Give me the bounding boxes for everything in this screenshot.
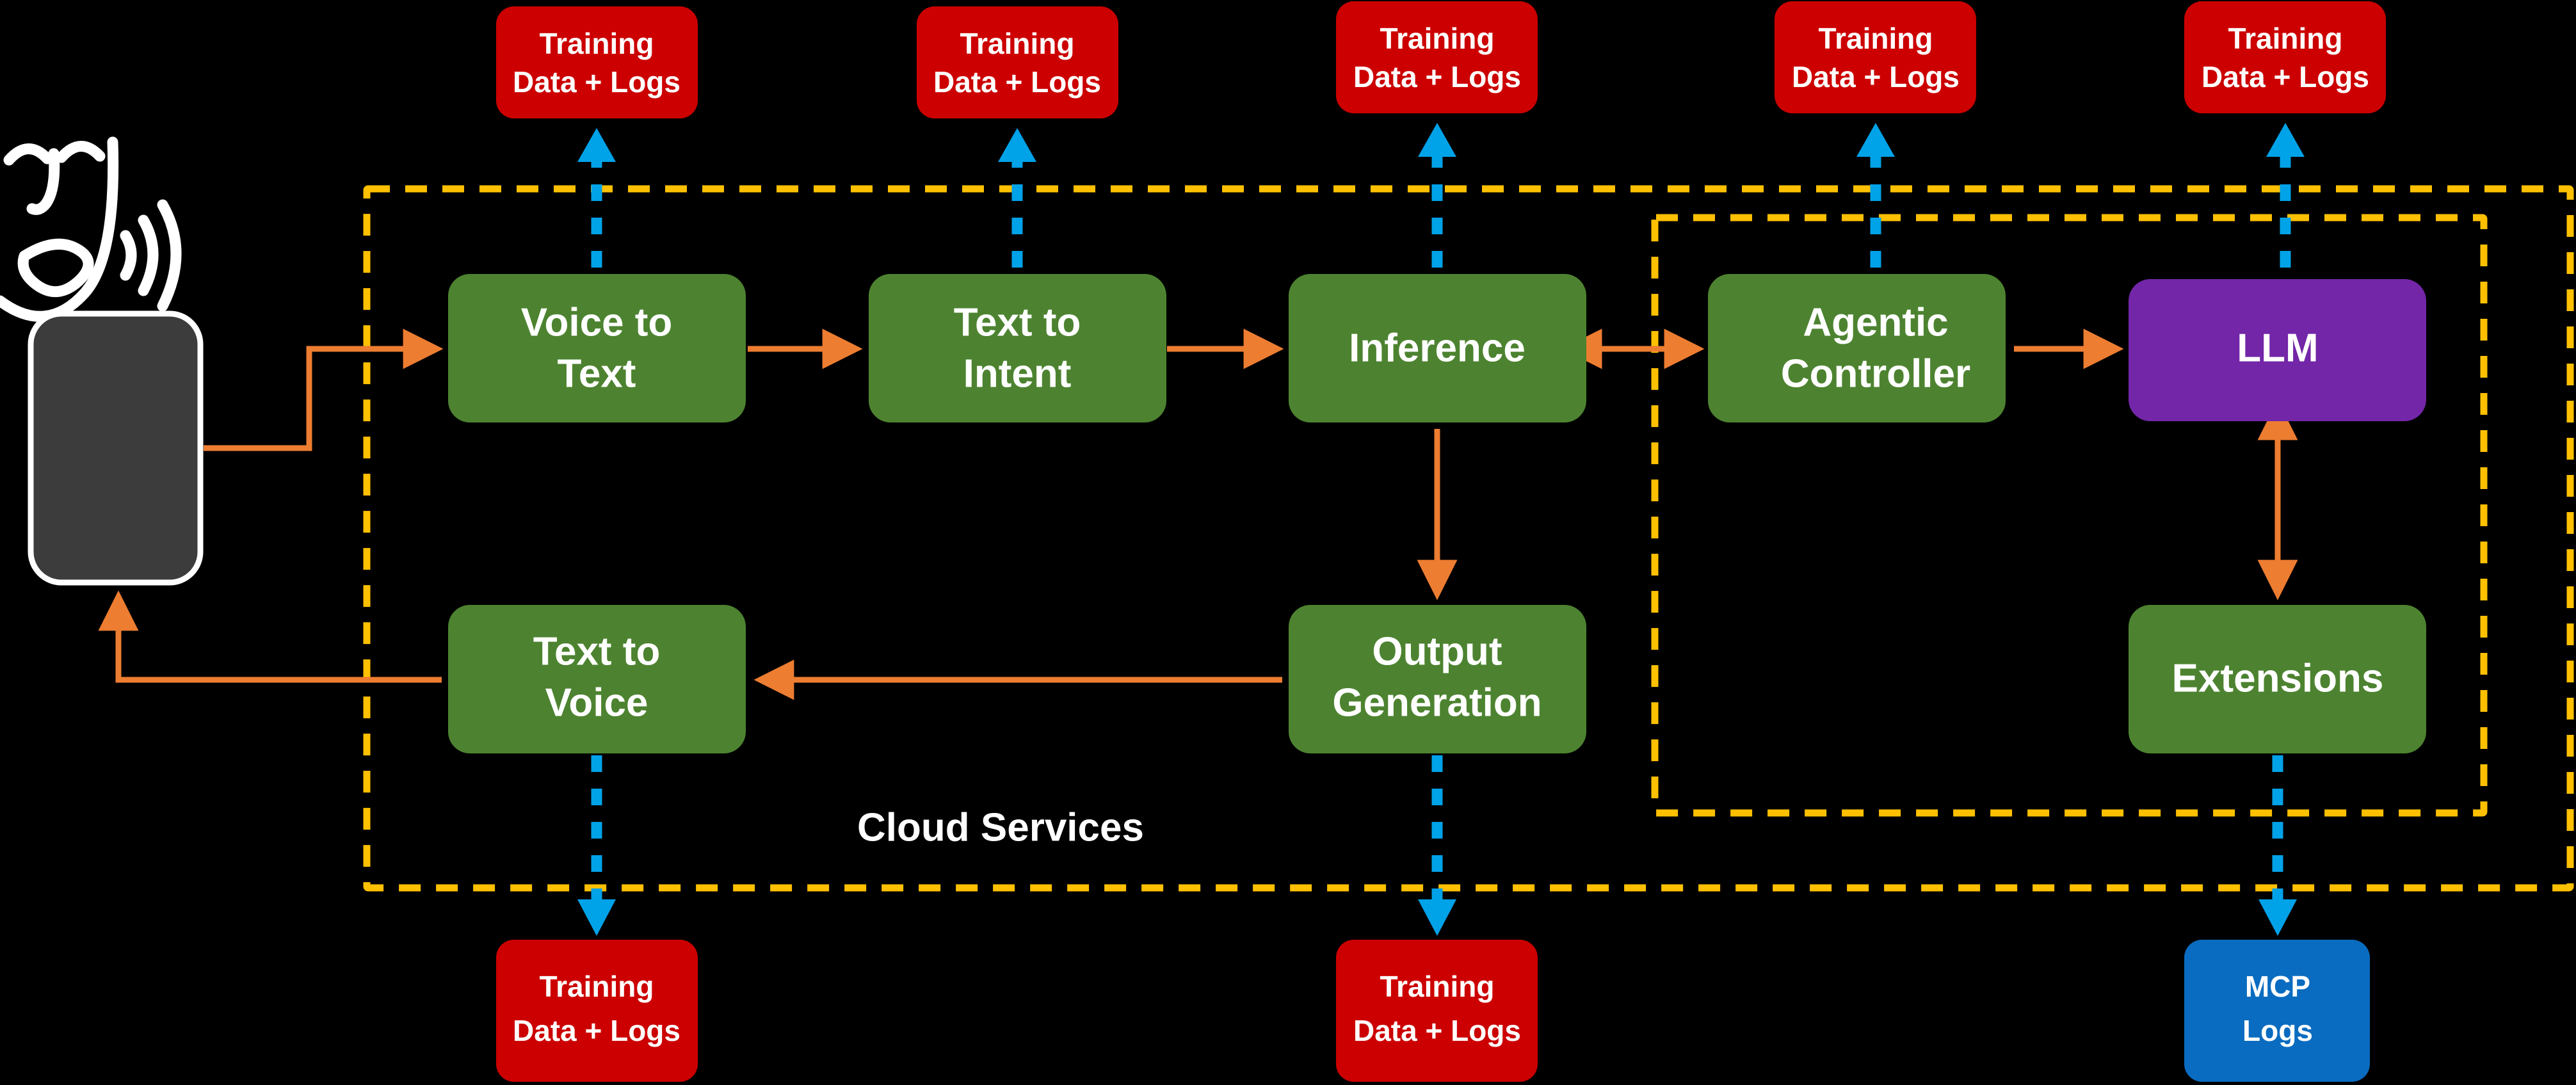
log-top-inference-line1: Training [1380,22,1495,55]
node-voice-to-text-line2: Text [558,351,636,396]
log-bot-text-to-voice-line2: Data + Logs [513,1014,680,1047]
log-top-voice-to-text-line2: Data + Logs [513,65,680,99]
node-agentic-controller-line1: Agentic [1803,300,1948,344]
log-top-agentic-line2: Data + Logs [1792,60,1960,93]
node-inference-label: Inference [1349,326,1525,370]
log-flow-text-to-intent [998,128,1036,268]
log-top-text-to-intent-line1: Training [960,27,1075,60]
node-log-top-llm[interactable]: Training Data + Logs [2184,1,2386,113]
zone-cloud-services-label: Cloud Services [857,805,1144,849]
log-top-llm-line2: Data + Logs [2202,60,2369,93]
log-flow-output-generation [1418,755,1456,936]
node-text-to-intent[interactable]: Text to Intent [869,274,1166,422]
log-top-inference-line2: Data + Logs [1353,60,1521,93]
mcp-logs-line1: MCP [2245,970,2310,1003]
node-log-top-text-to-intent[interactable]: Training Data + Logs [917,6,1118,118]
node-extensions-label: Extensions [2172,656,2384,700]
node-text-to-voice-line1: Text to [533,629,661,673]
node-agentic-controller[interactable]: Agentic Controller [1708,274,2006,422]
flow-device-to-voice-to-text [204,328,444,451]
log-flow-extensions [2258,755,2297,936]
log-bot-output-gen-line1: Training [1380,970,1495,1003]
node-output-generation[interactable]: Output Generation [1289,605,1586,753]
log-top-text-to-intent-line2: Data + Logs [933,65,1101,99]
node-llm-label: LLM [2237,326,2318,370]
log-top-agentic-line1: Training [1819,22,1933,55]
node-voice-to-text[interactable]: Voice to Text [448,274,746,422]
node-log-bot-text-to-voice[interactable]: Training Data + Logs [496,940,698,1082]
node-log-top-agentic-controller[interactable]: Training Data + Logs [1775,1,1976,113]
log-top-voice-to-text-line1: Training [540,27,654,60]
log-bot-output-gen-line2: Data + Logs [1353,1014,1521,1047]
log-flow-agentic-controller [1856,123,1895,268]
node-extensions[interactable]: Extensions [2129,605,2426,753]
flow-text-to-voice-to-device [98,590,442,683]
node-text-to-intent-line1: Text to [954,300,1081,344]
node-inference[interactable]: Inference [1289,274,1586,422]
user-device[interactable] [28,310,204,586]
node-log-bot-output-generation[interactable]: Training Data + Logs [1336,940,1538,1082]
node-log-top-voice-to-text[interactable]: Training Data + Logs [496,6,698,118]
log-bot-text-to-voice-line1: Training [540,970,654,1003]
log-flow-inference [1418,123,1456,268]
node-output-generation-line1: Output [1372,629,1502,673]
zone-agentic-boundary [1651,214,2488,817]
node-text-to-voice[interactable]: Text to Voice [448,605,746,753]
log-flow-text-to-voice [577,755,616,936]
node-log-top-inference[interactable]: Training Data + Logs [1336,1,1538,113]
log-top-llm-line1: Training [2228,22,2343,55]
log-flow-voice-to-text [577,128,616,268]
node-agentic-controller-line2: Controller [1781,351,1970,396]
node-mcp-logs[interactable]: MCP Logs [2184,940,2370,1082]
node-llm[interactable]: LLM [2129,279,2426,421]
node-text-to-voice-line2: Voice [545,680,648,725]
mcp-logs-line2: Logs [2242,1014,2313,1047]
speaking-person-icon [0,136,182,322]
node-text-to-intent-line2: Intent [963,351,1072,396]
node-voice-to-text-line1: Voice to [521,300,673,344]
node-output-generation-line2: Generation [1332,680,1542,725]
log-flow-llm [2266,123,2305,268]
